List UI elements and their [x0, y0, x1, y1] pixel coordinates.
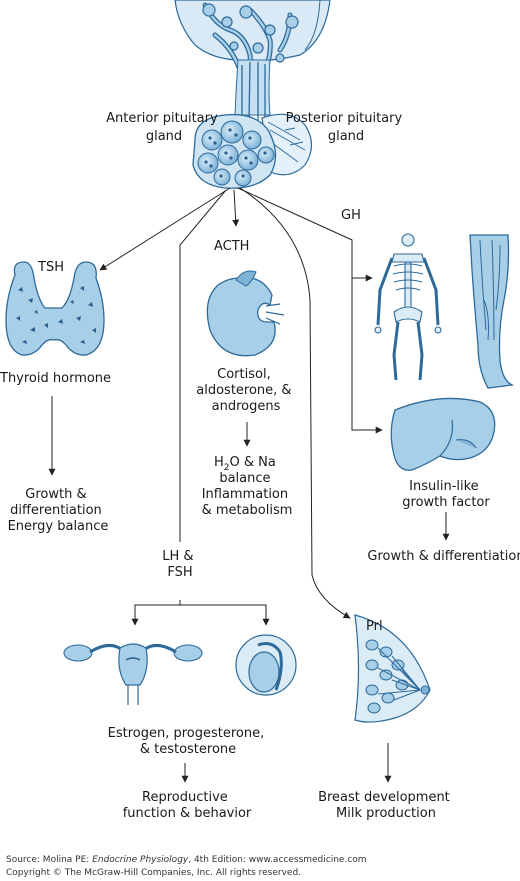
prl-label: Prl — [366, 619, 383, 634]
uterus-ovaries-illustration — [63, 643, 203, 705]
arrow-to-acth — [232, 189, 240, 227]
arrow-to-prl — [239, 187, 351, 619]
gh-label: GH — [341, 208, 361, 223]
source-credit: Source: Molina PE: Endocrine Physiology,… — [6, 855, 367, 865]
tsh-label: TSH — [37, 260, 64, 275]
thyroid-gland-illustration — [5, 261, 105, 356]
adrenal-effects-label: H2O & Na balance Inflammation & metaboli… — [202, 455, 293, 518]
arrow-gh-branch — [237, 187, 373, 282]
testis-illustration — [235, 634, 297, 696]
lh-fsh-label: LH & FSH — [162, 549, 197, 580]
line-to-lh-fsh — [179, 189, 227, 542]
anterior-pituitary-label: Anterior pituitary gland — [106, 111, 222, 144]
arrow-to-thyroid — [99, 187, 231, 271]
arrow-to-ovary — [131, 604, 180, 626]
arrow-gh-liver — [351, 278, 383, 434]
acth-label: ACTH — [214, 239, 249, 254]
liver-illustration — [390, 397, 496, 471]
breast-illustration — [354, 614, 431, 723]
reproductive-label: Reproductive function & behavior — [123, 790, 252, 821]
adrenal-hormones-label: Cortisol, aldosterone, & androgens — [196, 367, 295, 414]
breast-effects-label: Breast development Milk production — [318, 790, 454, 821]
flow-arrows — [48, 187, 450, 783]
thyroid-hormone-label: Thyroid hormone — [0, 371, 111, 386]
leg-illustration — [469, 234, 515, 389]
gh-effects-label: Growth & differentiation — [367, 549, 520, 564]
sex-steroids-label: Estrogen, progesterone, & testosterone — [108, 726, 269, 757]
skeleton-illustration — [374, 233, 442, 381]
arrow-to-testis — [180, 604, 270, 626]
pituitary-hormone-diagram: Anterior pituitary gland Posterior pitui… — [0, 0, 520, 821]
igf-label: Insulin-like growth factor — [402, 479, 490, 510]
copyright-notice: Copyright © The McGraw-Hill Companies, I… — [6, 868, 302, 878]
kidney-adrenal-illustration — [206, 270, 285, 357]
pituitary-gland-illustration — [174, 0, 331, 189]
thyroid-effects-label: Growth & differentiation Energy balance — [8, 487, 109, 534]
posterior-pituitary-label: Posterior pituitary gland — [286, 111, 407, 144]
